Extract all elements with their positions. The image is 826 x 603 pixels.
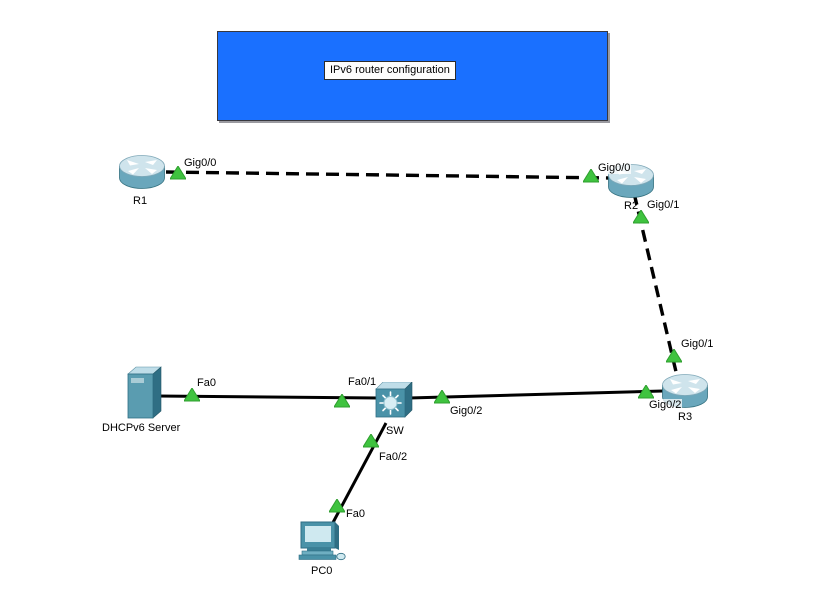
if-label-r3-gig0-1: Gig0/1	[680, 338, 715, 350]
link-up-arrow-r2-gig0-0	[583, 169, 599, 183]
note-label[interactable]: IPv6 router configuration	[324, 61, 456, 80]
link-up-arrow-sw-fa0-1	[334, 394, 350, 408]
link-sw-r3[interactable]	[408, 389, 664, 400]
link-up-arrow-sw-gig0-2	[434, 390, 450, 404]
if-label-r2-gig0-0: Gig0/0	[597, 162, 632, 174]
if-label-r2-gig0-1: Gig0/1	[646, 199, 681, 211]
link-up-arrow-r1-gig0-0	[170, 166, 186, 180]
device-server-dhcpv6[interactable]	[126, 365, 163, 421]
device-label-sw: SW	[386, 425, 404, 437]
link-up-arrow-pc0-fa0	[329, 499, 345, 513]
link-up-arrow-sw-fa0-2	[363, 434, 379, 448]
link-r2-r3[interactable]	[632, 192, 679, 377]
link-up-arrow-r2-gig0-1	[633, 210, 649, 224]
if-label-server-fa0: Fa0	[196, 377, 217, 389]
device-router-r1[interactable]	[118, 154, 166, 190]
link-up-arrow-server-fa0	[184, 388, 200, 402]
if-label-r1-gig0-0: Gig0/0	[183, 157, 218, 169]
if-label-r3-gig0-2: Gig0/2	[648, 399, 683, 411]
if-label-pc0-fa0: Fa0	[345, 508, 366, 520]
device-pc-pc0[interactable]	[296, 520, 348, 564]
link-up-arrow-r3-gig0-2	[638, 385, 654, 399]
device-label-r3: R3	[678, 411, 693, 423]
device-label-r1: R1	[133, 195, 148, 207]
device-label-pc0: PC0	[311, 565, 333, 577]
link-up-arrow-r3-gig0-1	[666, 349, 682, 363]
if-label-sw-fa0-2: Fa0/2	[378, 451, 409, 463]
device-switch-sw[interactable]	[374, 382, 413, 423]
if-label-sw-fa0-1: Fa0/1	[347, 376, 378, 388]
link-r1-r2[interactable]	[165, 170, 610, 180]
if-label-sw-gig0-2: Gig0/2	[449, 405, 484, 417]
device-label-dhcpv6-server: DHCPv6 Server	[102, 422, 181, 434]
device-label-r2: R2	[624, 200, 639, 212]
